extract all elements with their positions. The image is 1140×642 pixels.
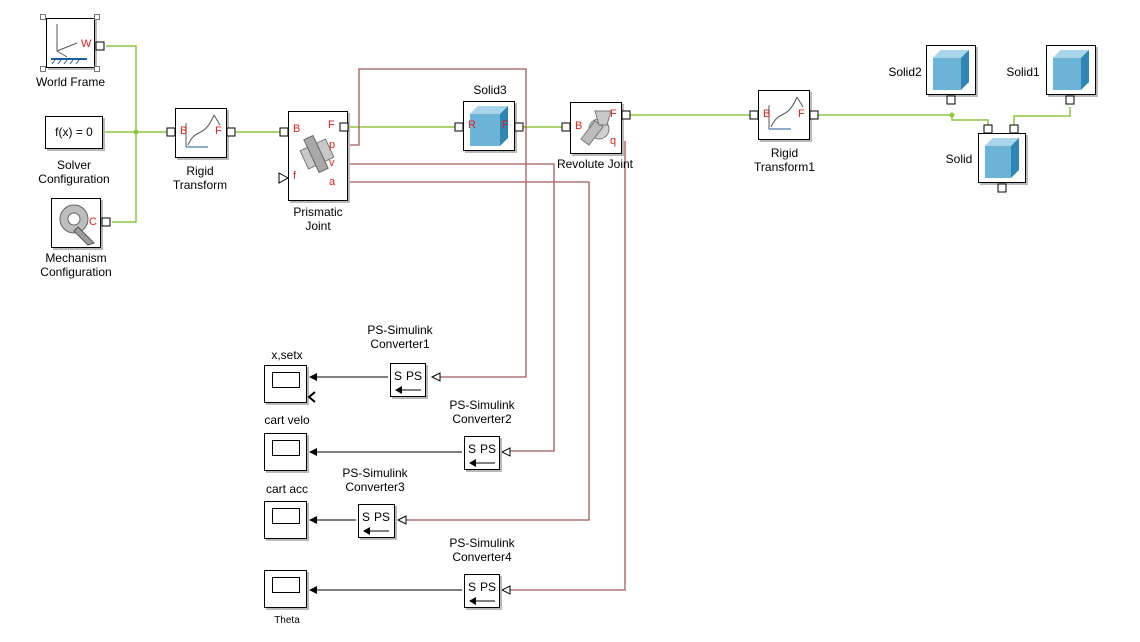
solid3-label: Solid3 xyxy=(473,83,507,97)
world-port-w: W xyxy=(81,38,92,50)
scope1-label: x,setx xyxy=(271,348,303,362)
solid2-block[interactable] xyxy=(926,45,976,95)
wrench-icon xyxy=(59,204,95,246)
ps4-s-text: S xyxy=(468,580,477,594)
prismatic-force-input-icon xyxy=(278,172,290,184)
solid2-label: Solid2 xyxy=(888,65,922,79)
p-signal-line xyxy=(349,68,527,378)
mechanism-configuration-block[interactable]: C xyxy=(51,198,101,248)
revolute-port-f: F xyxy=(610,108,617,120)
solid3-block[interactable]: R F xyxy=(463,101,515,151)
arrow-left-icon xyxy=(363,527,389,535)
prismatic-port-a: a xyxy=(329,176,336,188)
solid1-label: Solid1 xyxy=(1006,65,1040,79)
scope-screen-icon xyxy=(272,508,300,524)
arrow-left-icon xyxy=(469,597,495,605)
rigid-transform1-block[interactable]: B F xyxy=(758,90,810,140)
solid-cube-icon xyxy=(470,106,508,146)
ps3-label: PS-Simulink Converter3 xyxy=(342,466,408,494)
scope-screen-icon xyxy=(272,440,300,456)
rigid1-to-solids-connection xyxy=(815,114,989,127)
rigid-port-b: B xyxy=(180,125,188,137)
solver-configuration-block[interactable]: f(x) = 0 xyxy=(45,116,103,149)
solid-block[interactable] xyxy=(978,133,1026,183)
solid-cube-icon xyxy=(1053,50,1089,90)
solid3-port-r: R xyxy=(468,119,476,131)
ps-converter1-block[interactable]: S PS xyxy=(390,363,426,397)
prismatic-port-f-input: f xyxy=(293,170,297,182)
solver-text: f(x) = 0 xyxy=(55,125,93,139)
solid1-block[interactable] xyxy=(1046,45,1096,95)
ps3-ps-text: PS xyxy=(374,510,391,524)
scope1-bottom-label: cart velo xyxy=(264,413,310,427)
prismatic-port-b: B xyxy=(293,123,301,135)
ps4-label: PS-Simulink Converter4 xyxy=(449,536,515,564)
revolute-port-b: B xyxy=(575,120,583,132)
revolute-joint-label: Revolute Joint xyxy=(556,157,634,171)
mechanism-configuration-label: Mechanism Configuration xyxy=(40,251,112,279)
solver-configuration-label: Solver Configuration xyxy=(38,158,110,186)
world-frame-block[interactable]: W xyxy=(46,18,95,68)
scope-screen-icon xyxy=(272,372,300,388)
revolute-joint-block[interactable]: B F q xyxy=(570,102,622,154)
solid1-connection xyxy=(1013,107,1071,127)
solid-cube-icon xyxy=(985,138,1019,178)
revolute-joint-icon xyxy=(580,110,612,146)
ps-converter4-block[interactable]: S PS xyxy=(464,574,500,608)
scope1-cursor-icon xyxy=(307,391,316,403)
solid-cube-icon xyxy=(933,50,969,90)
v-signal-line xyxy=(349,163,555,452)
rigid-transform1-label: Rigid Transform1 xyxy=(754,146,815,174)
prismatic-port-v: v xyxy=(329,157,335,169)
rigid-transform-icon xyxy=(768,96,804,130)
scope4-label: Theta xyxy=(274,615,300,626)
rigid-transform-label: Rigid Transform xyxy=(172,164,228,192)
ps2-ps-text: PS xyxy=(480,442,497,456)
q-signal-line xyxy=(510,141,626,591)
ps3-s-text: S xyxy=(362,510,371,524)
a-signal-line xyxy=(349,181,590,521)
world-frame-icon xyxy=(51,24,87,65)
prismatic-joint-icon xyxy=(299,134,335,174)
world-frame-connection xyxy=(106,45,137,130)
rigid-port-f: F xyxy=(215,125,222,137)
scope1-block[interactable] xyxy=(264,365,307,403)
solid-label: Solid xyxy=(945,152,973,166)
rigid-transform-block[interactable]: B F xyxy=(175,108,227,158)
rigid1-port-b: B xyxy=(763,108,771,120)
prismatic-port-p: p xyxy=(329,139,336,151)
prismatic-port-f: F xyxy=(328,119,335,131)
world-frame-label: World Frame xyxy=(35,75,106,89)
ps4-ps-text: PS xyxy=(480,580,497,594)
mechanism-connection xyxy=(112,132,137,223)
ps1-ps-text: PS xyxy=(406,369,423,383)
scope3-block[interactable] xyxy=(264,501,307,539)
arrow-left-icon xyxy=(395,386,421,394)
ps2-label: PS-Simulink Converter2 xyxy=(449,398,515,426)
prismatic-joint-label: Prismatic Joint xyxy=(293,205,343,233)
scope-screen-icon xyxy=(272,577,300,593)
ps-converter3-block[interactable]: S PS xyxy=(358,504,395,538)
rigid-transform-icon xyxy=(185,114,221,148)
ps-converter2-block[interactable]: S PS xyxy=(464,436,500,470)
solid3-port-f: F xyxy=(502,119,509,131)
mechanism-port-c: C xyxy=(89,216,97,228)
scope4-block[interactable] xyxy=(264,570,307,608)
scope2-block[interactable] xyxy=(264,433,307,471)
ps1-label: PS-Simulink Converter1 xyxy=(367,323,433,351)
revolute-port-q: q xyxy=(610,135,617,147)
ps2-s-text: S xyxy=(468,442,477,456)
rigid1-port-f: F xyxy=(798,108,805,120)
arrow-left-icon xyxy=(469,459,495,467)
ps1-s-text: S xyxy=(394,369,403,383)
scope2-label: cart acc xyxy=(265,482,308,496)
prismatic-joint-block[interactable]: B F p v a f xyxy=(288,111,348,201)
